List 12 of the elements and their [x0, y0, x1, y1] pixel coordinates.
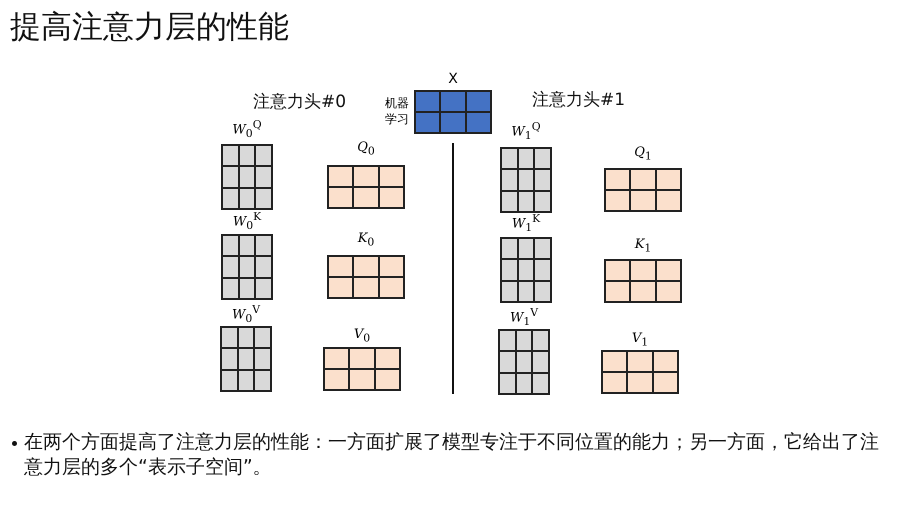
matrix-label: Q$_{0}$ — [356, 141, 376, 158]
matrix-label: X — [447, 72, 459, 86]
matrix-label: V$_{1}$ — [630, 332, 650, 348]
matrix-label: V$_{0}$ — [352, 328, 372, 344]
matrix-label: Q$_{1}$ — [633, 146, 653, 162]
head-title: 注意力头#0 — [253, 91, 346, 113]
matrix-label: K$_{0}$ — [356, 232, 376, 248]
bullet-text: 在两个方面提高了注意力层的性能：一方面扩展了模型专注于不同位置的能力；另一方面，它给出了注意力层的多个“表示子空间”。 — [24, 430, 880, 480]
head-title: 注意力头#1 — [532, 89, 626, 111]
matrix-caption: 机器学习 — [384, 95, 410, 127]
slide-title: 提高注意力层的性能 — [10, 8, 289, 47]
matrix-label: K$_{1}$ — [634, 238, 652, 254]
